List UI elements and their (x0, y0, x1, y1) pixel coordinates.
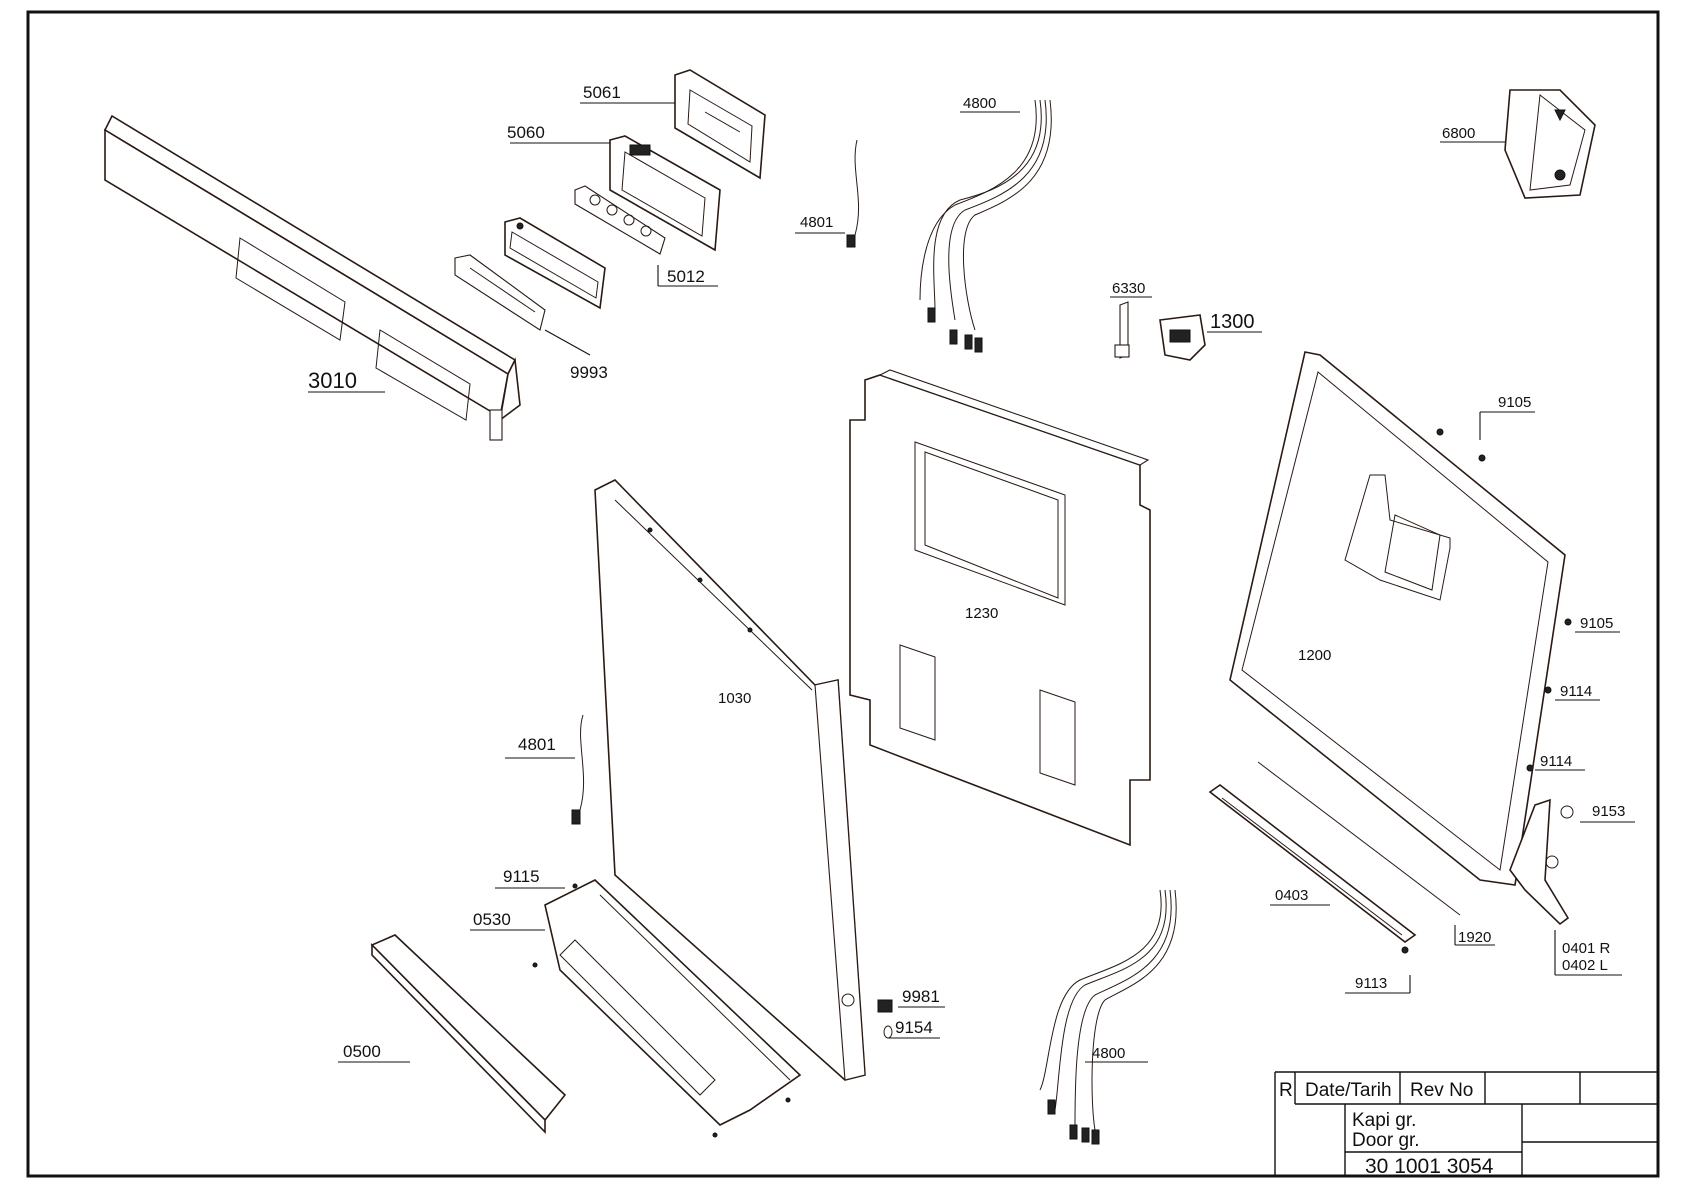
title-block-date: Date/Tarih (1305, 1080, 1392, 1101)
part-4801-upper-cable (846, 139, 860, 248)
part-1200-inner-door (1229, 351, 1566, 886)
label-1030: 1030 (718, 690, 751, 707)
part-4800-upper-harness (919, 99, 1052, 353)
label-9114-lower: 9114 (1540, 753, 1572, 770)
label-9115: 9115 (503, 867, 540, 886)
label-1230: 1230 (965, 605, 998, 622)
part-1920-seal (1257, 761, 1461, 916)
part-3010-control-panel (103, 114, 521, 441)
label-1200: 1200 (1298, 647, 1331, 664)
part-4801-lower-cable (571, 714, 585, 825)
label-3010: 3010 (308, 368, 357, 393)
part-display-board (504, 217, 606, 310)
label-1300: 1300 (1210, 311, 1255, 333)
label-9105-upper: 9105 (1498, 394, 1531, 411)
screws (1401, 428, 1572, 954)
title-block-rev: R (1279, 1080, 1293, 1101)
part-9993-keypad (454, 254, 546, 331)
label-0402l: 0402 L (1562, 957, 1608, 974)
label-1920: 1920 (1458, 929, 1491, 946)
part-1230-insulation (849, 369, 1151, 847)
label-4800-lower: 4800 (1092, 1045, 1125, 1062)
label-9114-upper: 9114 (1560, 683, 1592, 700)
label-9993: 9993 (570, 363, 608, 382)
part-4800-lower-harness (1039, 889, 1177, 1145)
label-6800: 6800 (1442, 125, 1475, 142)
title-block-drawing-number: 30 1001 3054 (1365, 1155, 1494, 1178)
title-block-name-tr: Kapi gr. (1352, 1110, 1416, 1131)
label-9153: 9153 (1592, 803, 1625, 820)
label-0530: 0530 (473, 910, 511, 929)
label-9981: 9981 (902, 987, 940, 1006)
label-9154: 9154 (895, 1018, 933, 1037)
part-labels: 3010 5061 5060 5012 9993 4801 4800 6330 … (308, 83, 1625, 1062)
label-5060: 5060 (507, 123, 545, 142)
part-0530-bottom-plate (532, 879, 802, 1138)
title-block: R Date/Tarih Rev No Kapi gr. Door gr. 30… (1274, 1071, 1658, 1178)
label-5061: 5061 (583, 83, 621, 102)
part-6800-dispenser (1504, 89, 1596, 199)
label-0401r: 0401 R (1562, 940, 1611, 957)
label-0403: 0403 (1275, 887, 1308, 904)
title-block-name-en: Door gr. (1352, 1130, 1420, 1151)
label-9105-lower: 9105 (1580, 615, 1613, 632)
part-9981-9154-small-parts (877, 999, 893, 1039)
label-5012: 5012 (667, 267, 705, 286)
part-0500-kick-plate (370, 934, 567, 1134)
leader-lines (308, 102, 1635, 1063)
label-6330: 6330 (1112, 280, 1145, 297)
part-5060-electronic-module (609, 135, 721, 252)
part-1030-outer-door (594, 479, 866, 1081)
part-5061-bracket (674, 69, 766, 180)
label-4800-upper: 4800 (963, 95, 996, 112)
label-4801-lower: 4801 (518, 735, 556, 754)
label-4801-upper: 4801 (800, 214, 833, 231)
part-5012-button-strip (574, 185, 666, 255)
label-9113: 9113 (1355, 975, 1387, 992)
part-0401-0402-hinge (1509, 798, 1574, 926)
part-0403-bottom-rail (1208, 784, 1417, 943)
title-block-rev-no: Rev No (1410, 1080, 1473, 1101)
label-0500: 0500 (343, 1042, 381, 1061)
drawing-border (26, 10, 1660, 1178)
part-6330-1300-door-lock (1114, 301, 1206, 361)
